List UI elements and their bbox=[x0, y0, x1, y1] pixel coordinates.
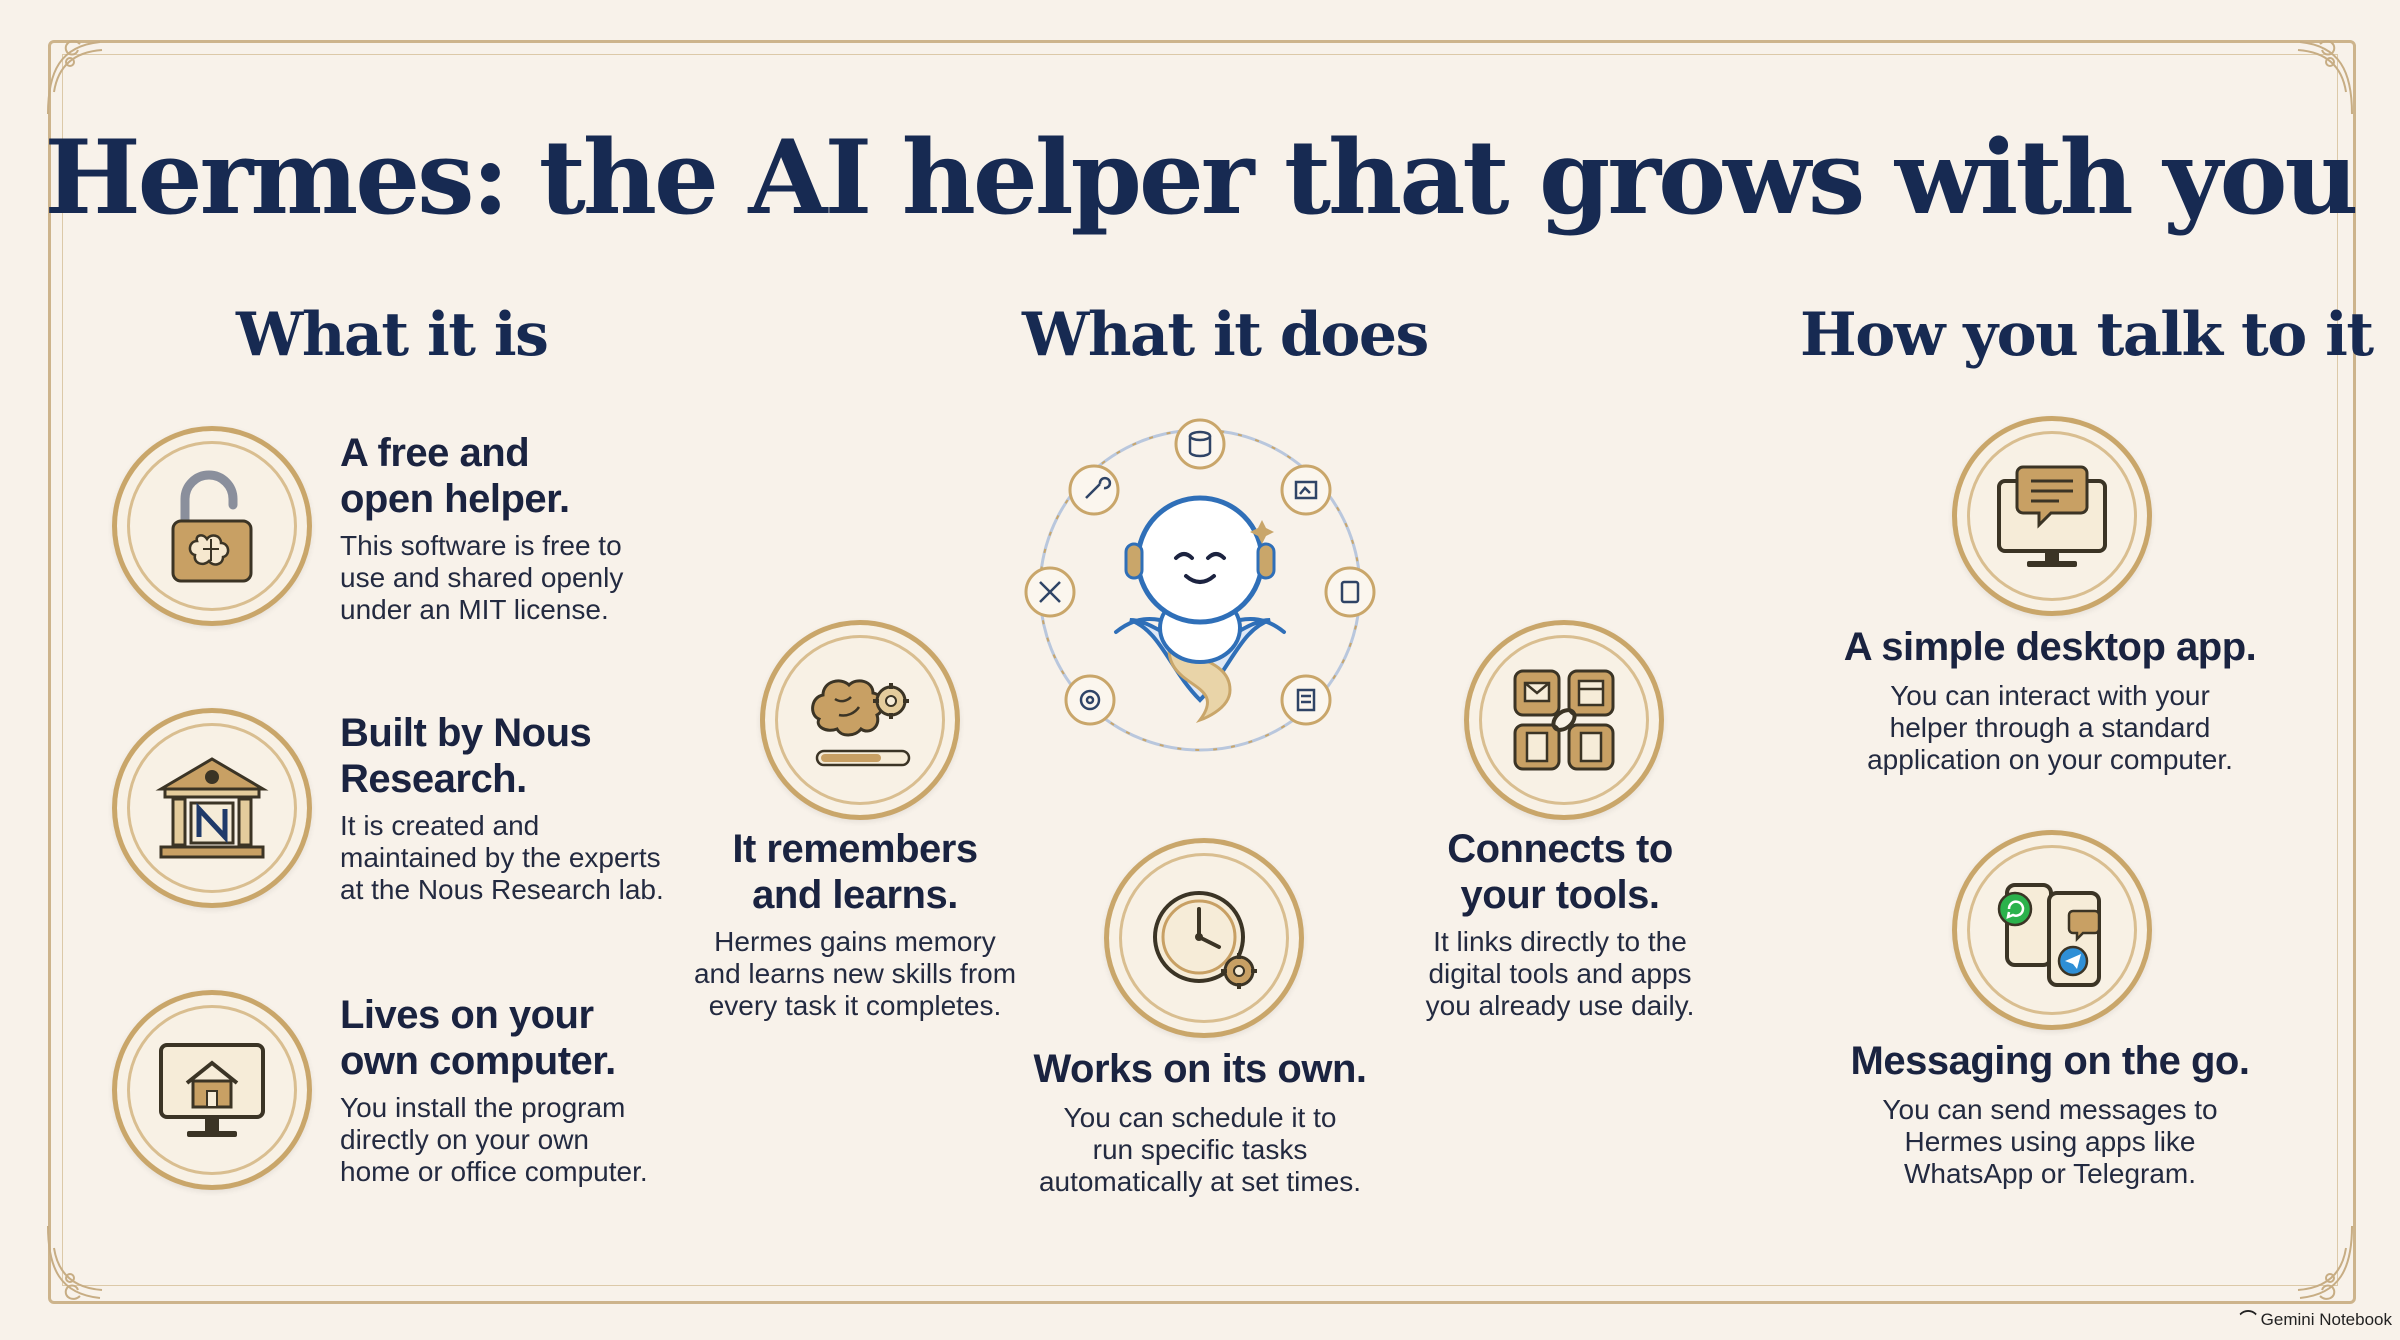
item-title: Works on its own. bbox=[1033, 1047, 1367, 1091]
badge bbox=[1464, 620, 1664, 820]
footer-brand-text: Gemini Notebook bbox=[2260, 1310, 2392, 1329]
badge bbox=[112, 426, 312, 626]
corner-flourish-icon bbox=[2297, 40, 2353, 115]
home-computer-icon bbox=[159, 1043, 265, 1137]
desktop-chat-icon bbox=[1997, 465, 2107, 567]
phone-messaging-icon bbox=[1997, 883, 2101, 987]
badge bbox=[760, 620, 960, 820]
column-heading-what-it-does: What it does bbox=[1022, 300, 1429, 370]
item-title: Messaging on the go. bbox=[1850, 1039, 2250, 1083]
badge bbox=[1952, 416, 2152, 616]
item-title: A simple desktop app. bbox=[1843, 625, 2257, 669]
brain-gear-icon bbox=[811, 679, 911, 767]
column-heading-what-it-is: What it is bbox=[236, 300, 549, 370]
badge bbox=[1952, 830, 2152, 1030]
page-title: Hermes: the AI helper that grows with yo… bbox=[44, 118, 2358, 238]
corner-flourish-icon bbox=[47, 40, 103, 115]
column-heading-how-you-talk-to-it: How you talk to it bbox=[1800, 300, 2374, 370]
corner-flourish-icon bbox=[47, 1225, 103, 1300]
connected-apps-icon bbox=[1513, 669, 1615, 771]
badge bbox=[1104, 838, 1304, 1038]
outer-frame bbox=[48, 40, 2356, 1304]
inner-frame bbox=[62, 54, 2338, 1286]
corner-flourish-icon bbox=[2297, 1225, 2353, 1300]
robot-assistant-icon bbox=[1024, 418, 1376, 752]
institution-building-icon bbox=[155, 757, 269, 859]
unlocked-brain-icon bbox=[171, 470, 253, 583]
badge bbox=[112, 990, 312, 1190]
footer-brand-tag: ⌒Gemini Notebook bbox=[2240, 1305, 2392, 1330]
clock-gear-icon bbox=[1153, 891, 1257, 989]
badge bbox=[112, 708, 312, 908]
brand-logo-icon: ⌒ bbox=[2239, 1310, 2257, 1329]
